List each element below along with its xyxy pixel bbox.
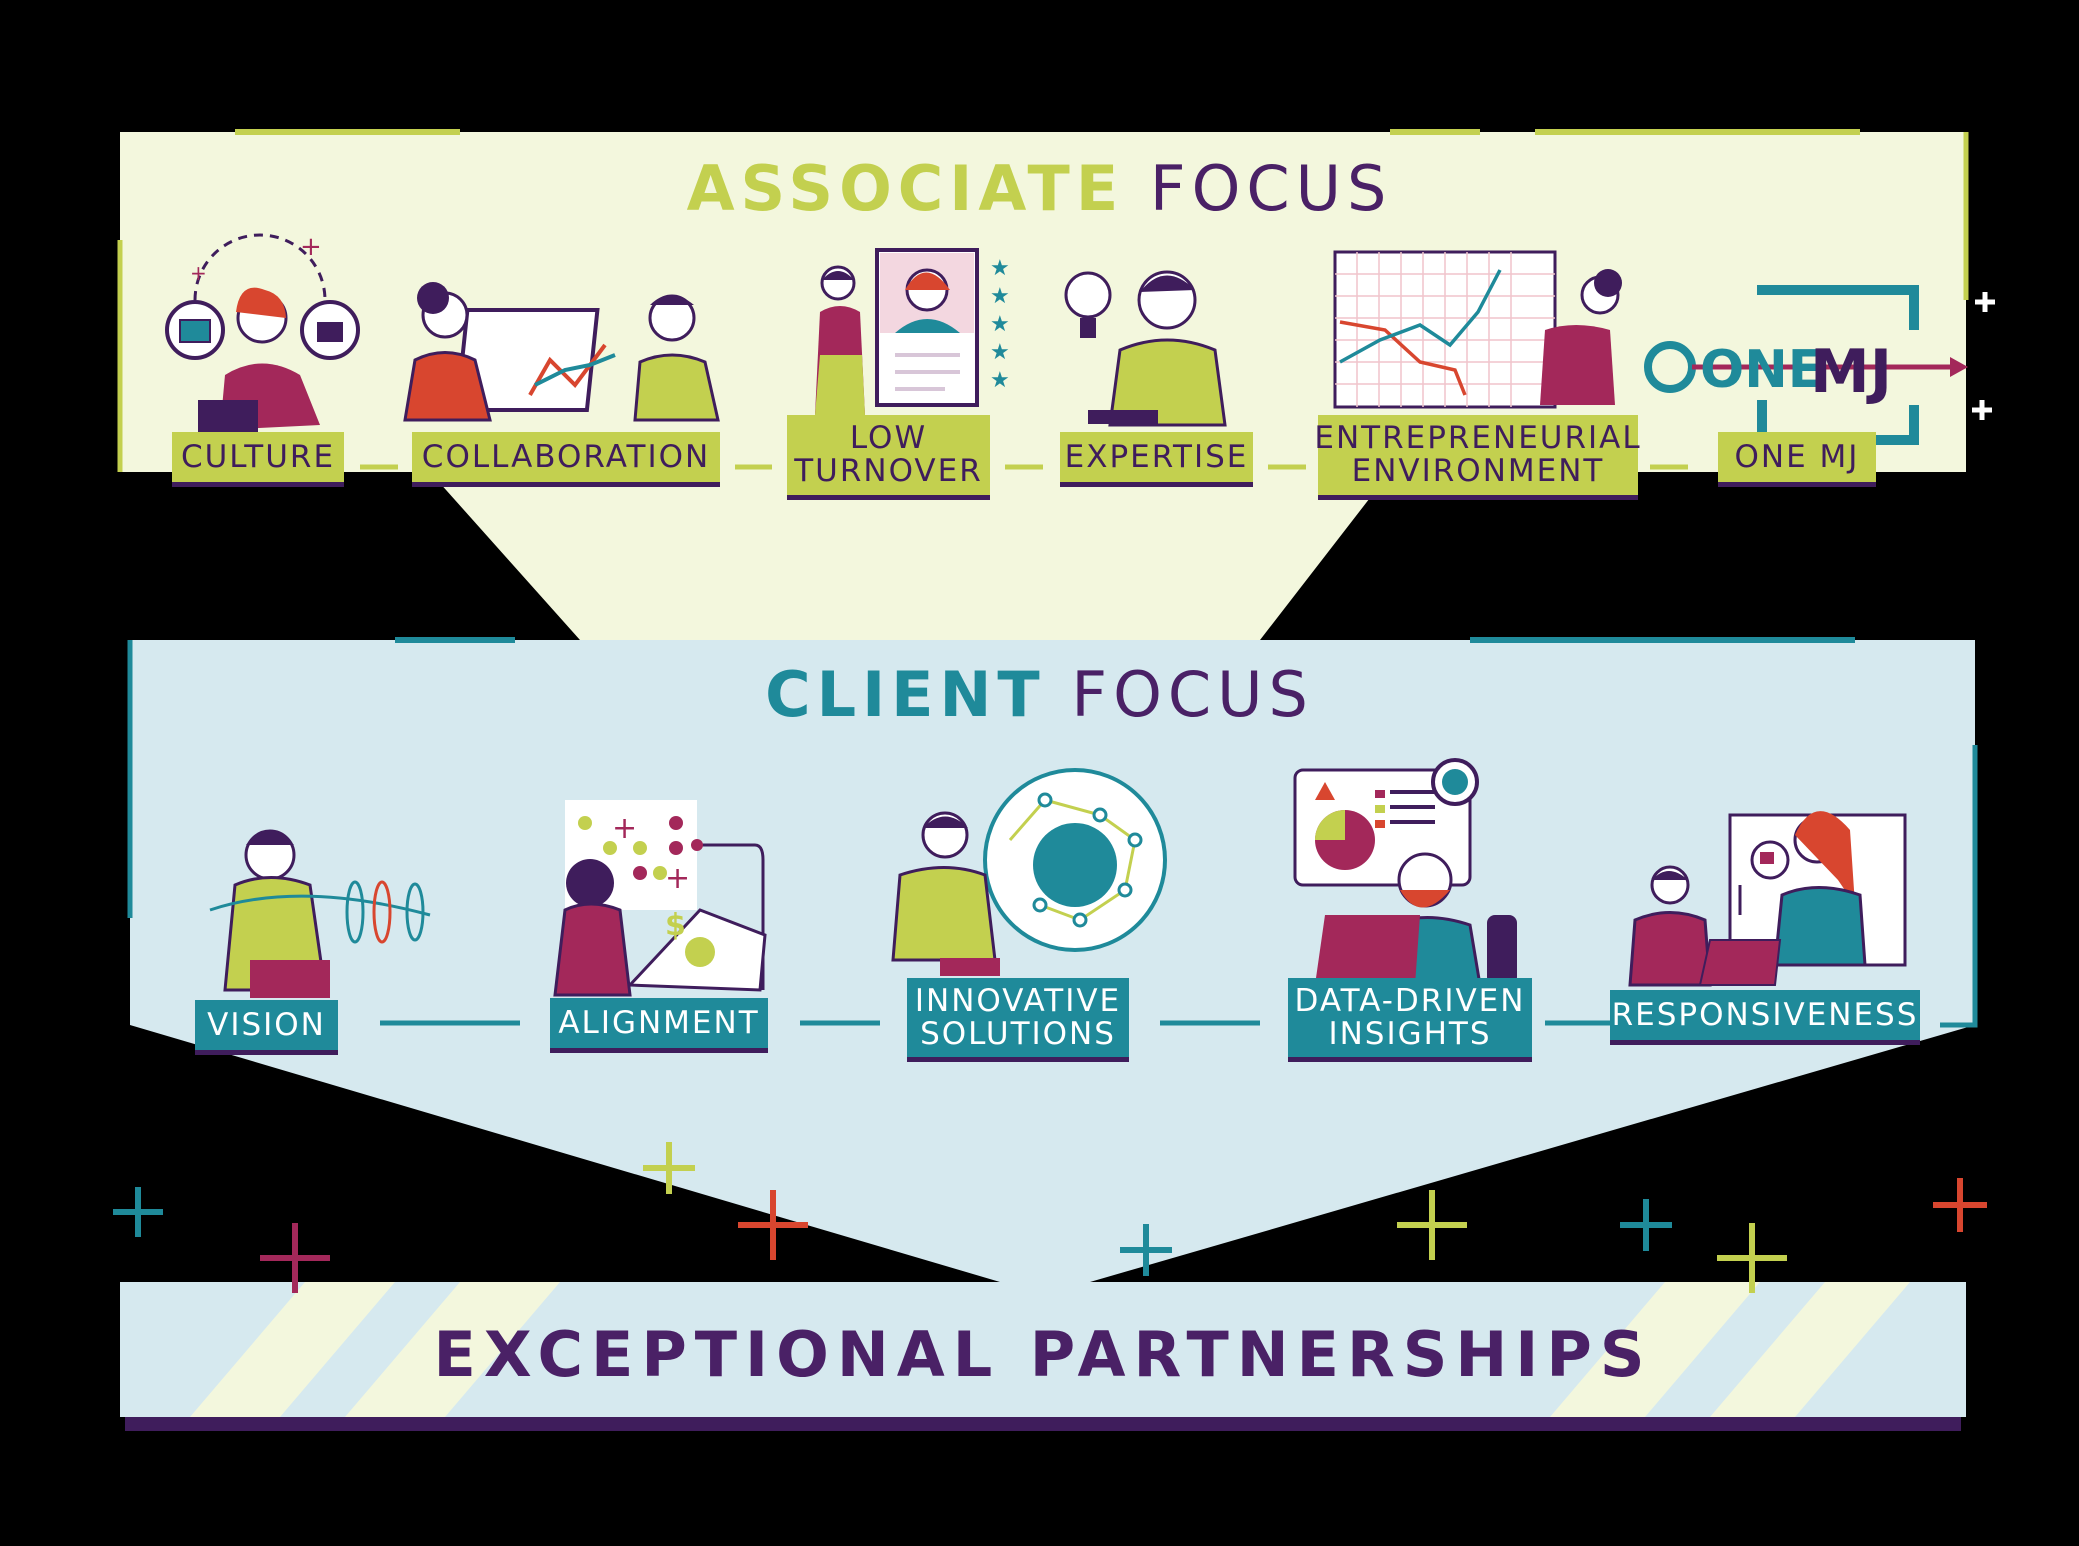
label-one-mj: ONE MJ	[1718, 432, 1876, 482]
label-vision: VISION	[195, 1000, 338, 1050]
label-data-driven-insights: DATA-DRIVEN INSIGHTS	[1288, 978, 1532, 1057]
client-focus-title: CLIENT FOCUS	[0, 658, 2079, 731]
svg-text:+: +	[190, 261, 207, 285]
label-expertise-text: EXPERTISE	[1064, 438, 1249, 475]
vision-illustration	[209, 829, 431, 998]
foundation-stripe	[1550, 1282, 1760, 1417]
client-title-bold: CLIENT	[765, 658, 1046, 731]
svg-text:★: ★	[990, 340, 1010, 365]
innovative-illustration	[891, 768, 1167, 976]
label-data-driven-line1: DATA-DRIVEN	[1294, 982, 1526, 1019]
expertise-illustration	[1064, 270, 1227, 427]
client-panel-border-right	[1940, 745, 1978, 1028]
label-innovative-solutions: INNOVATIVE SOLUTIONS	[907, 978, 1129, 1057]
foundation-stripe	[190, 1282, 395, 1417]
label-alignment-text: ALIGNMENT	[558, 1004, 760, 1041]
foundation-shadow	[125, 1417, 1961, 1431]
label-collaboration: COLLABORATION	[412, 432, 720, 482]
label-low-turnover-line2: TURNOVER	[794, 453, 983, 489]
label-culture: CULTURE	[172, 432, 344, 482]
data-insights-illustration	[1293, 758, 1517, 987]
label-entrepreneurial-line2: ENVIRONMENT	[1351, 453, 1605, 489]
label-low-turnover-line1: LOW	[849, 420, 928, 456]
svg-text:+: +	[612, 811, 637, 846]
label-data-driven-line2: INSIGHTS	[1328, 1015, 1492, 1052]
collaboration-illustration	[403, 282, 720, 422]
one-mj-logo: ONE MJ	[1644, 285, 1968, 445]
svg-text:$: $	[665, 908, 686, 943]
responsiveness-illustration	[1628, 811, 1907, 987]
label-expertise: EXPERTISE	[1060, 432, 1253, 482]
associate-title-light: FOCUS	[1149, 152, 1393, 225]
label-innovative-line1: INNOVATIVE	[914, 982, 1122, 1019]
label-one-mj-text: ONE MJ	[1734, 438, 1860, 475]
svg-text:★: ★	[990, 312, 1010, 337]
foundation-stripe	[345, 1282, 560, 1417]
associate-title-bold: ASSOCIATE	[686, 152, 1125, 225]
label-vision-text: VISION	[207, 1006, 326, 1043]
foundation-stripe	[1710, 1282, 1910, 1417]
svg-text:★: ★	[990, 256, 1010, 281]
logo-mj-text: MJ	[1810, 337, 1892, 407]
culture-illustration: + +	[165, 232, 360, 432]
svg-text:+: +	[665, 861, 690, 896]
label-responsiveness: RESPONSIVENESS	[1610, 990, 1920, 1040]
label-responsiveness-text: RESPONSIVENESS	[1611, 996, 1919, 1033]
label-entrepreneurial-environment: ENTREPRENEURIAL ENVIRONMENT	[1314, 415, 1640, 495]
label-innovative-line2: SOLUTIONS	[920, 1015, 1116, 1052]
label-entrepreneurial-line1: ENTREPRENEURIAL	[1314, 420, 1642, 456]
plus-decorations	[113, 292, 1995, 1293]
label-alignment: ALIGNMENT	[550, 998, 768, 1048]
svg-text:★: ★	[990, 284, 1010, 309]
alignment-illustration: + + $	[553, 800, 767, 997]
label-low-turnover: LOW TURNOVER	[787, 415, 990, 495]
associate-focus-title: ASSOCIATE FOCUS	[0, 152, 2079, 225]
logo-one-text: ONE	[1700, 340, 1823, 400]
exceptional-partnerships-title: EXCEPTIONAL PARTNERSHIPS	[433, 1318, 1653, 1391]
entrepreneurial-illustration	[1333, 250, 1622, 409]
client-title-light: FOCUS	[1071, 658, 1314, 731]
low-turnover-illustration: ★ ★ ★ ★ ★	[815, 248, 1010, 415]
svg-text:★: ★	[990, 368, 1010, 393]
svg-text:+: +	[300, 232, 322, 262]
label-collaboration-text: COLLABORATION	[421, 438, 711, 475]
label-culture-text: CULTURE	[180, 438, 336, 475]
